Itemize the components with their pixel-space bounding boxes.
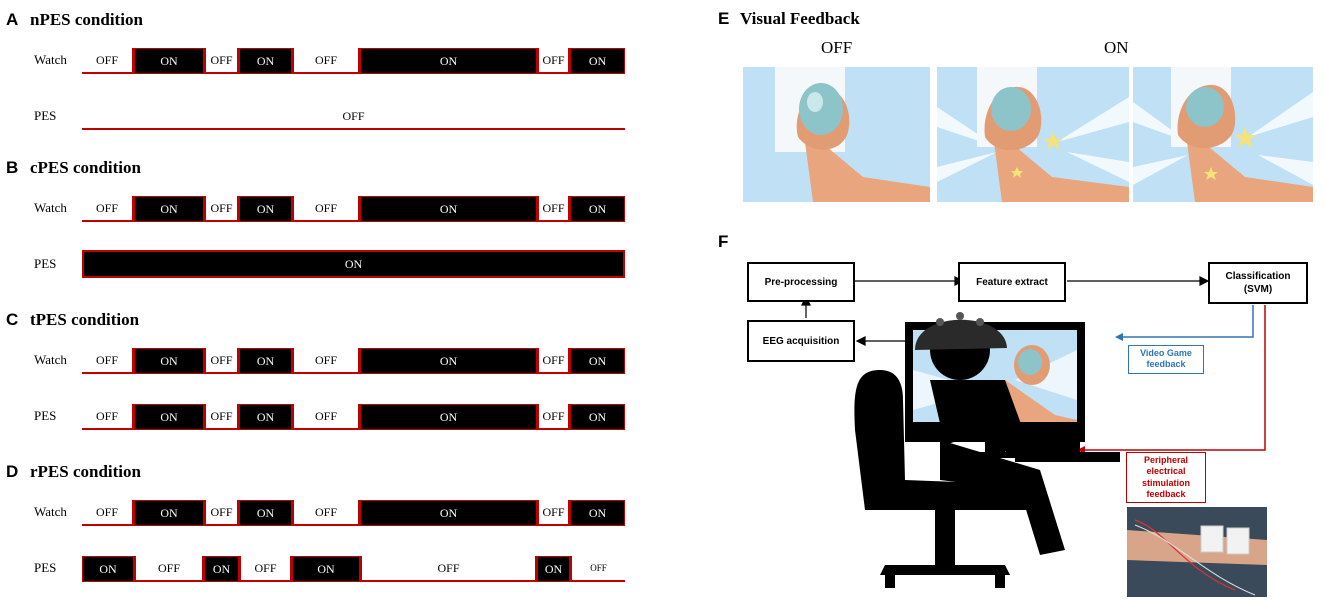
segment-off: OFF <box>82 48 134 74</box>
segment-off: OFF <box>360 556 537 582</box>
row-label-pes: PES <box>34 560 57 575</box>
feedback-on-image-1 <box>937 67 1129 202</box>
timeline-pes: ON <box>82 250 625 278</box>
segment-off: OFF <box>537 348 570 374</box>
electrode-photo <box>1127 507 1267 597</box>
segment-off: OFF <box>204 48 239 74</box>
eeg-acquisition-box: EEG acquisition <box>747 320 855 362</box>
segment-off: OFF <box>82 500 134 526</box>
timeline-pes: OFF <box>82 104 625 130</box>
segment-on: ON <box>134 48 204 74</box>
row-label-watch: Watch <box>34 504 67 519</box>
segment-on: ON <box>239 196 292 222</box>
video-game-feedback-label: Video Game feedback <box>1128 345 1204 374</box>
panel-letter-d: D <box>6 462 19 481</box>
feature-extract-box: Feature extract <box>958 262 1066 302</box>
segment-off: OFF <box>82 104 625 130</box>
row-label-watch: Watch <box>34 200 67 215</box>
segment-off: OFF <box>292 404 360 430</box>
panel-letter-f: F <box>718 232 729 251</box>
panel-letter-b: B <box>6 158 19 177</box>
hand-squeeze-on-illustration-1 <box>937 67 1129 202</box>
panel-letter-a: A <box>6 10 19 29</box>
segment-off: OFF <box>82 348 134 374</box>
pes-feedback-line <box>1077 305 1266 454</box>
segment-on: ON <box>82 250 625 278</box>
segment-off: OFF <box>204 196 239 222</box>
segment-off: OFF <box>82 196 134 222</box>
segment-on: ON <box>570 196 625 222</box>
segment-off: OFF <box>537 500 570 526</box>
panel-title-a: nPES condition <box>30 10 143 29</box>
segment-on: ON <box>82 556 134 582</box>
feedback-on-image-2 <box>1133 67 1313 202</box>
segment-off: OFF <box>239 556 292 582</box>
segment-on: ON <box>360 196 537 222</box>
segment-off: OFF <box>134 556 204 582</box>
segment-off: OFF <box>292 48 360 74</box>
panel-title-d: rPES condition <box>30 462 141 481</box>
segment-on: ON <box>360 348 537 374</box>
pes-feedback-label: Peripheral electrical stimulation feedba… <box>1126 452 1206 503</box>
segment-on: ON <box>239 500 292 526</box>
panel-letter-c: C <box>6 310 19 329</box>
segment-off: OFF <box>537 196 570 222</box>
segment-off: OFF <box>537 404 570 430</box>
segment-off: OFF <box>82 404 134 430</box>
segment-on: ON <box>537 556 570 582</box>
panel-title-b: cPES condition <box>30 158 141 177</box>
segment-on: ON <box>134 404 204 430</box>
segment-off: OFF <box>537 48 570 74</box>
segment-off: OFF <box>570 556 625 582</box>
hand-squeeze-off-illustration <box>743 67 930 202</box>
panel-letter-e: E <box>718 9 730 28</box>
segment-on: ON <box>292 556 360 582</box>
panel-title-c: tPES condition <box>30 310 140 329</box>
segment-on: ON <box>360 500 537 526</box>
row-label-watch: Watch <box>34 352 67 367</box>
segment-on: ON <box>570 348 625 374</box>
segment-on: ON <box>570 404 625 430</box>
segment-on: ON <box>134 348 204 374</box>
video-feedback-line <box>1115 305 1254 341</box>
feedback-off-image <box>743 67 930 202</box>
segment-off: OFF <box>292 500 360 526</box>
segment-off: OFF <box>292 196 360 222</box>
segment-off: OFF <box>204 404 239 430</box>
preprocessing-box: Pre-processing <box>747 262 855 302</box>
hand-squeeze-on-illustration-2 <box>1133 67 1313 202</box>
segment-on: ON <box>239 348 292 374</box>
row-label-pes: PES <box>34 256 57 271</box>
row-label-watch: Watch <box>34 52 67 67</box>
segment-off: OFF <box>204 500 239 526</box>
segment-on: ON <box>134 500 204 526</box>
segment-on: ON <box>570 48 625 74</box>
segment-off: OFF <box>292 348 360 374</box>
segment-off: OFF <box>204 348 239 374</box>
feedback-off-label: OFF <box>821 38 853 57</box>
bci-setup-illustration <box>801 276 1267 597</box>
segment-on: ON <box>239 404 292 430</box>
row-label-pes: PES <box>34 408 57 423</box>
row-label-pes: PES <box>34 108 57 123</box>
segment-on: ON <box>360 404 537 430</box>
classification-box: Classification (SVM) <box>1208 262 1308 304</box>
segment-on: ON <box>570 500 625 526</box>
panel-title-visual-feedback: Visual Feedback <box>740 9 860 28</box>
feedback-on-label: ON <box>1104 38 1129 57</box>
segment-on: ON <box>134 196 204 222</box>
person-silhouette <box>854 312 1080 588</box>
segment-on: ON <box>204 556 239 582</box>
segment-on: ON <box>239 48 292 74</box>
segment-on: ON <box>360 48 537 74</box>
